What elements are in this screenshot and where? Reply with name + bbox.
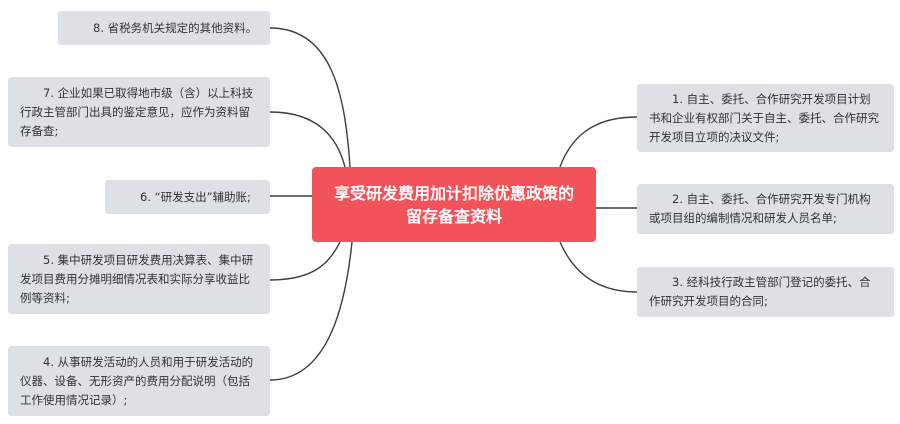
- connector-item-7: [269, 111, 346, 168]
- central-topic-line-2: 留存备查资料: [405, 206, 502, 226]
- connector-item-3: [559, 241, 638, 293]
- topic-item-1-text: 1. 自主、委托、合作研究开发项目计划书和企业有权部门关于自主、委托、合作研究开…: [649, 91, 879, 144]
- topic-item-5[interactable]: 5. 集中研发项目研发费用决算表、集中研发项目费用分摊明细情况表和实际分享收益比…: [8, 244, 270, 314]
- central-topic[interactable]: 享受研发费用加计扣除优惠政策的 留存备查资料: [312, 167, 596, 242]
- topic-item-4[interactable]: 4. 从事研发活动的人员和用于研发活动的仪器、设备、无形资产的费用分配说明（包括…: [8, 346, 270, 416]
- topic-item-8[interactable]: 8. 省税务机关规定的其他资料。: [58, 11, 270, 45]
- topic-item-7-text: 7. 企业如果已取得地市级（含）以上科技行政主管部门出具的鉴定意见，应作为资料留…: [20, 85, 254, 138]
- topic-item-3-text: 3. 经科技行政主管部门登记的委托、合作研究开发项目的合同;: [649, 275, 871, 308]
- central-topic-line-1: 享受研发费用加计扣除优惠政策的: [333, 183, 574, 203]
- topic-item-5-text: 5. 集中研发项目研发费用决算表、集中研发项目费用分摊明细情况表和实际分享收益比…: [20, 252, 254, 305]
- connector-item-8: [269, 27, 351, 168]
- topic-item-7[interactable]: 7. 企业如果已取得地市级（含）以上科技行政主管部门出具的鉴定意见，应作为资料留…: [8, 77, 270, 147]
- topic-item-2-text: 2. 自主、委托、合作研究开发专门机构或项目组的编制情况和研发人员名单;: [649, 192, 871, 225]
- connector-item-1: [559, 116, 638, 168]
- topic-item-2[interactable]: 2. 自主、委托、合作研究开发专门机构或项目组的编制情况和研发人员名单;: [637, 184, 894, 234]
- connector-item-5: [269, 241, 341, 281]
- topic-item-4-text: 4. 从事研发活动的人员和用于研发活动的仪器、设备、无形资产的费用分配说明（包括…: [20, 354, 254, 407]
- topic-item-8-text: 8. 省税务机关规定的其他资料。: [93, 20, 258, 35]
- topic-item-6[interactable]: 6. “研发支出”辅助账;: [105, 180, 270, 214]
- central-topic-title: 享受研发费用加计扣除优惠政策的 留存备查资料: [334, 182, 574, 228]
- topic-item-6-text: 6. “研发支出”辅助账;: [140, 189, 251, 204]
- connector-item-4: [269, 241, 353, 381]
- topic-item-3[interactable]: 3. 经科技行政主管部门登记的委托、合作研究开发项目的合同;: [637, 267, 894, 317]
- topic-item-1[interactable]: 1. 自主、委托、合作研究开发项目计划书和企业有权部门关于自主、委托、合作研究开…: [637, 84, 894, 152]
